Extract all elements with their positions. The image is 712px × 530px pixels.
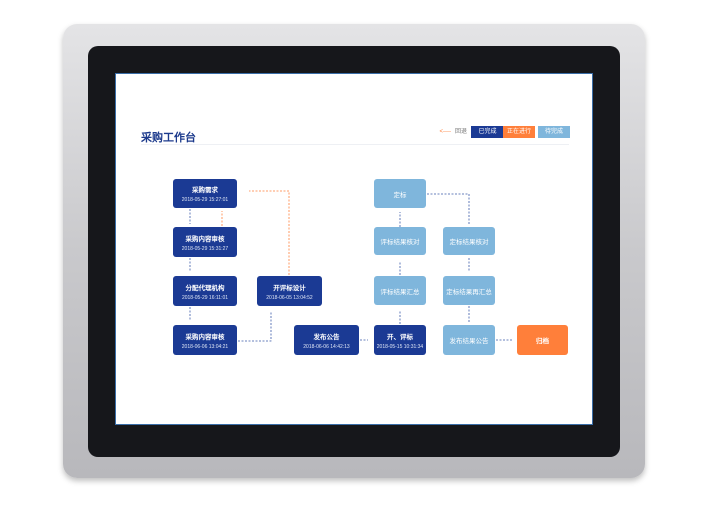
legend-back-label: 回退 [454, 129, 467, 135]
node-label: 定标 [393, 191, 407, 199]
dashed-arrow-icon: <---- [439, 129, 451, 135]
node-label: 发布结果公告 [449, 338, 489, 345]
node-award-resummary[interactable]: 定标结果再汇总 [443, 276, 495, 305]
node-content-review-2[interactable]: 采购内容审核 2018-06-06 13:04:21 [173, 325, 237, 355]
legend-back: <----回退 [427, 126, 467, 138]
node-publish-result[interactable]: 发布结果公告 [443, 325, 495, 355]
connector [427, 193, 470, 224]
node-eval-check[interactable]: 评标结果核对 [374, 227, 426, 255]
node-label: 评标结果核对 [380, 239, 420, 246]
node-label: 采购内容审核 [185, 333, 225, 341]
node-purchase-request[interactable]: 采购需求 2018-05-29 15:27:01 [173, 179, 237, 208]
connector [238, 311, 272, 342]
node-content-review[interactable]: 采购内容审核 2018-05-29 15:31:27 [173, 227, 237, 257]
legend-done: 已完成 [471, 126, 504, 138]
node-time: 2018-05-15 10:31:34 [376, 343, 424, 350]
node-label: 发布公告 [313, 333, 340, 341]
node-award-check[interactable]: 定标结果核对 [443, 227, 495, 255]
node-label: 定标结果核对 [449, 239, 489, 246]
node-eval-summary[interactable]: 评标结果汇总 [374, 276, 426, 305]
flow-connectors [189, 190, 512, 342]
back-connector [249, 190, 290, 275]
node-label: 开评标设计 [273, 284, 306, 292]
node-time: 2018-06-06 14:42:13 [303, 343, 350, 350]
node-label: 采购内容审核 [185, 235, 225, 243]
node-label: 归档 [536, 338, 549, 345]
legend-todo: 待完成 [538, 126, 570, 138]
node-label: 评标结果汇总 [380, 288, 420, 296]
node-bid-opening[interactable]: 开、评标 2018-05-15 10:31:34 [374, 325, 426, 355]
node-time: 2018-05-29 15:27:01 [181, 197, 229, 203]
node-assign-agency[interactable]: 分配代理机构 2018-05-29 16:11:01 [173, 276, 237, 306]
node-time: 2018-06-05 13:04:52 [266, 294, 313, 301]
node-award[interactable]: 定标 [374, 179, 426, 208]
screen: 采购工作台 <----回退 已完成 正在进行 待完成 采购需求 2018-05-2… [115, 73, 593, 425]
legend-in-progress: 正在进行 [503, 126, 535, 138]
node-label: 分配代理机构 [185, 284, 225, 292]
node-label: 开、评标 [387, 333, 413, 341]
node-archive[interactable]: 归档 [517, 325, 568, 355]
node-time: 2018-05-29 16:11:01 [181, 294, 229, 301]
node-time: 2018-05-29 15:31:27 [181, 245, 229, 252]
node-time: 2018-06-06 13:04:21 [181, 343, 229, 350]
node-publish-notice[interactable]: 发布公告 2018-06-06 14:42:13 [294, 325, 359, 355]
page-title: 采购工作台 [141, 132, 196, 144]
divider [141, 144, 569, 145]
node-bid-design[interactable]: 开评标设计 2018-06-05 13:04:52 [257, 276, 322, 306]
node-label: 定标结果再汇总 [446, 288, 492, 296]
node-label: 采购需求 [192, 187, 218, 194]
